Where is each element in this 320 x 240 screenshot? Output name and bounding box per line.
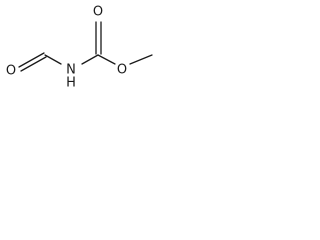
atom-label-aldehyde-oxygen: O (6, 64, 16, 79)
bond-n-c (81, 54, 99, 65)
bond-c-n (44, 54, 62, 65)
atom-label-ester-oxygen: O (117, 63, 127, 78)
atom-label-amide-nitrogen: N (66, 63, 76, 78)
bond-c-o-ester (97, 54, 116, 65)
atom-label-amide-hydrogen: H (66, 76, 76, 90)
molecule-svg: O N H O O (6, 5, 153, 90)
bond-o-methyl (129, 54, 153, 65)
bond-aldehyde-co-2 (18, 52, 45, 68)
structure-diagram: O N H O O (0, 0, 184, 89)
bond-aldehyde-co-1 (20, 56, 47, 72)
atom-label-carbonyl-oxygen: O (93, 5, 103, 20)
